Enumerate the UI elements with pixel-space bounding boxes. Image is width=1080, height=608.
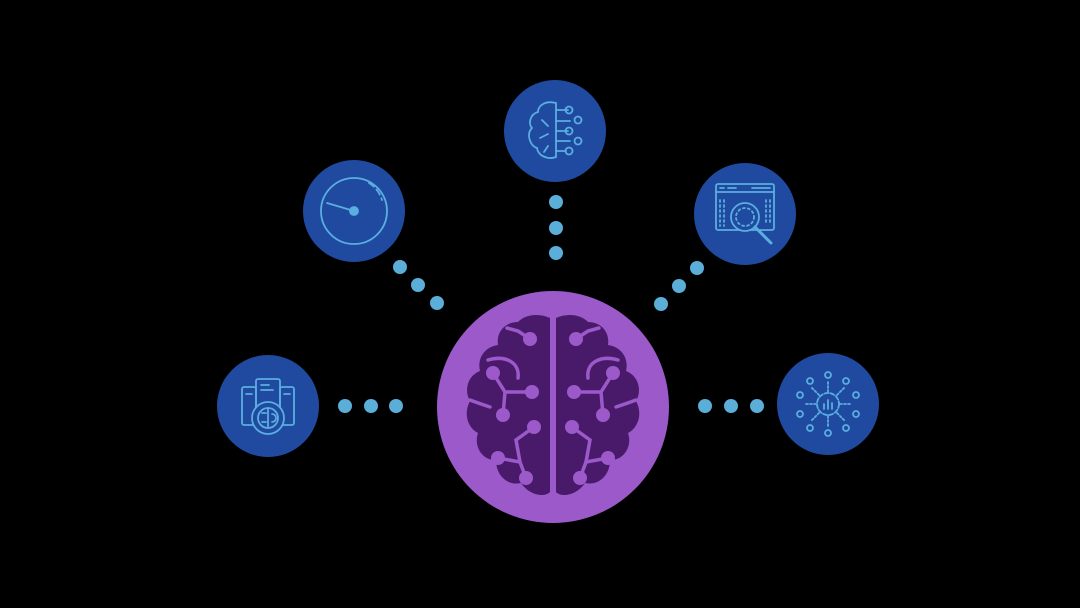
- connector-upper-left: [393, 260, 444, 310]
- brain-network-icon: [528, 101, 583, 159]
- satellite-server-brain: [217, 355, 319, 457]
- connector-top: [549, 195, 563, 260]
- browser-search-data-icon: [715, 183, 775, 245]
- gauge-icon: [320, 177, 388, 245]
- connector-dots: [338, 195, 764, 413]
- connector-upper-right: [654, 261, 704, 311]
- satellite-gear-network: [777, 353, 879, 455]
- server-brain-gear-icon: [241, 378, 295, 435]
- connector-right: [698, 399, 764, 413]
- center-brain-node: [437, 291, 669, 523]
- satellite-gauge: [303, 160, 405, 262]
- satellite-browser-search: [694, 163, 796, 265]
- connector-left: [338, 399, 403, 413]
- gear-network-hub-icon: [796, 371, 860, 437]
- satellite-brain-network: [504, 80, 606, 182]
- brain-circuit-icon: [466, 313, 642, 497]
